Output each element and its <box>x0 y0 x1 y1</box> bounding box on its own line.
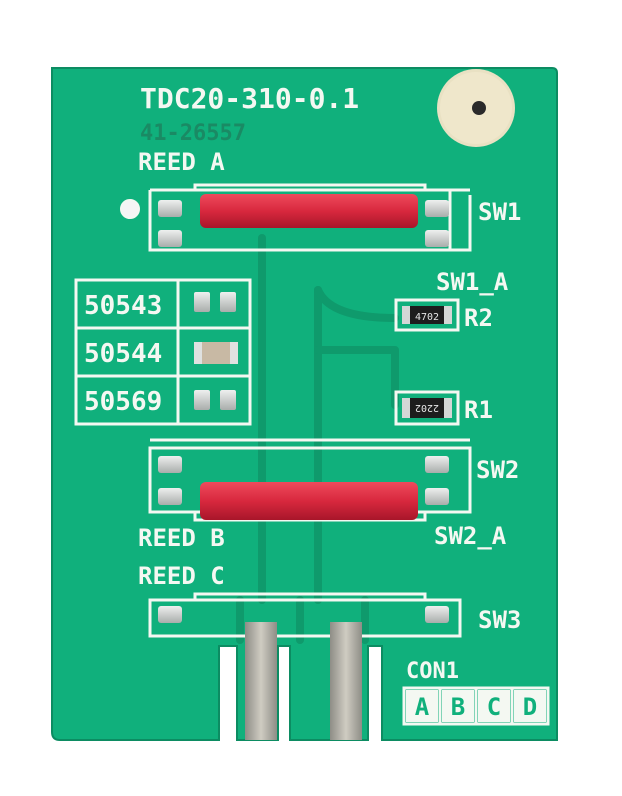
label-sw2-a: SW2_A <box>434 522 507 550</box>
pin-a: A <box>415 693 430 721</box>
faded-number: 41-26557 <box>140 121 246 146</box>
reed-c-footprint <box>148 592 462 638</box>
label-reed-b: REED B <box>138 524 225 552</box>
via-hole <box>120 199 140 219</box>
option-row-3: 50569 <box>84 387 162 417</box>
label-reed-c: REED C <box>138 562 225 590</box>
option-row-2: 50544 <box>84 339 162 369</box>
edge-connector <box>245 622 362 740</box>
label-r2: R2 <box>464 304 493 332</box>
label-reed-a: REED A <box>138 148 225 176</box>
reed-b-footprint <box>148 438 472 522</box>
label-con1: CON1 <box>406 659 459 684</box>
resistor-r1: 2202 <box>394 390 460 426</box>
part-number: TDC20-310-0.1 <box>140 82 359 115</box>
label-sw2: SW2 <box>476 456 519 484</box>
copper-traces <box>236 234 399 644</box>
pin-b: B <box>451 693 465 721</box>
mounting-pad <box>437 69 515 147</box>
pin-c: C <box>487 693 501 721</box>
option-table: 50543 50544 50569 <box>74 278 252 426</box>
reed-switch-a <box>200 194 418 228</box>
svg-text:2202: 2202 <box>415 402 439 413</box>
label-sw1: SW1 <box>478 198 521 226</box>
resistor-r2: 4702 <box>394 298 460 332</box>
reed-a-footprint <box>148 183 472 252</box>
reed-switch-b <box>200 482 418 520</box>
connector-pin-labels: A B C D <box>402 686 550 726</box>
label-sw3: SW3 <box>478 606 521 634</box>
label-sw1-a: SW1_A <box>436 268 509 296</box>
option-row-1: 50543 <box>84 291 162 321</box>
label-r1: R1 <box>464 396 493 424</box>
pin-d: D <box>523 693 537 721</box>
svg-text:4702: 4702 <box>415 312 439 323</box>
